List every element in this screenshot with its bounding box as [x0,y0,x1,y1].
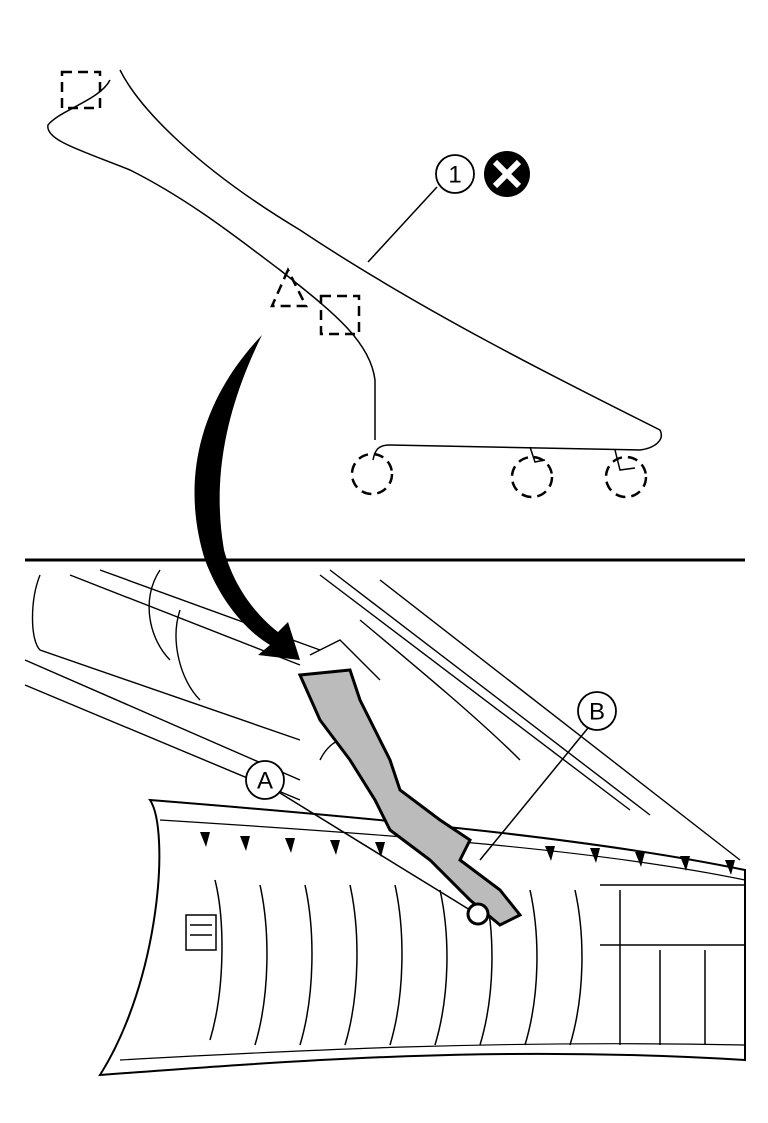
panel-slots [200,832,735,875]
metal-clip-icon [510,455,554,499]
callout-a: A [245,760,285,800]
vehicle-interior-lines [24,569,741,861]
metal-clip-icon [350,452,394,496]
clip-markers [60,70,648,499]
direction-arrow [194,335,300,660]
clip-left [185,914,217,951]
leader-line-b [479,727,589,861]
pillar-garnish-outline [47,69,662,471]
leader-line-a [279,792,471,911]
callout-label: A [257,768,273,795]
clip-removal-tool [297,668,523,927]
x-circle-icon [484,151,530,197]
callout-label: 1 [448,162,461,189]
clip-a [466,902,490,926]
callout-label: B [589,699,605,726]
trim-panel [98,798,746,1077]
callout-1: 1 [435,154,475,194]
leader-line-1 [367,186,438,263]
metal-clip-icon [604,455,648,499]
clip-icon [60,70,102,110]
callout-b: B [577,691,617,731]
pawl-icon [270,267,309,308]
clip-icon [319,294,361,336]
